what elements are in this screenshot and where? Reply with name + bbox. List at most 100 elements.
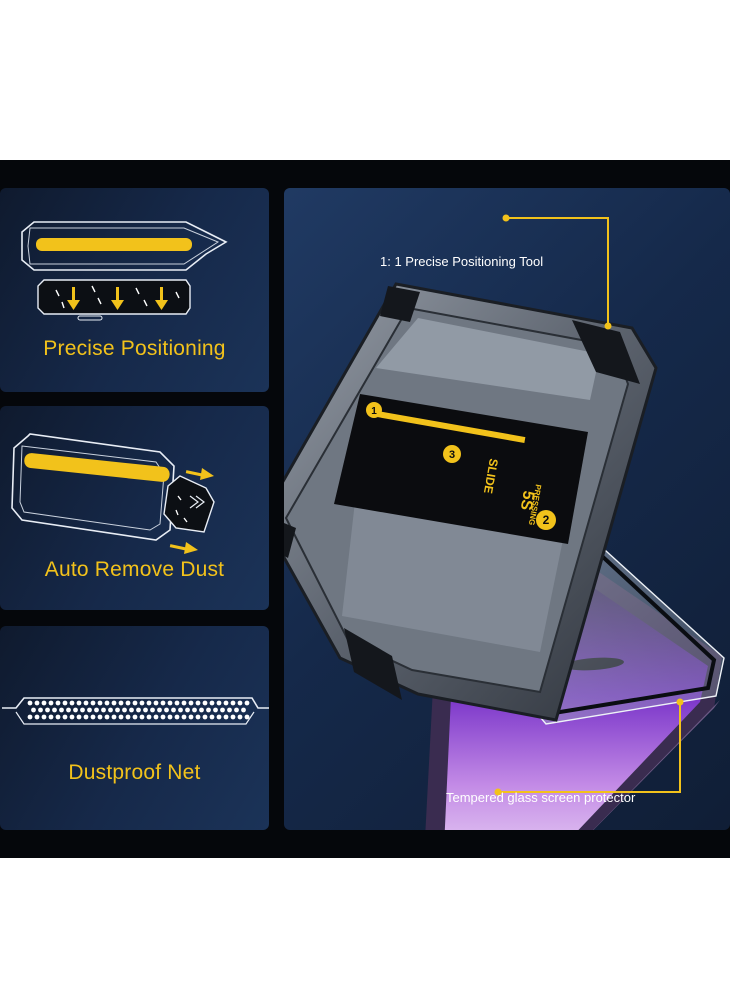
net-hole xyxy=(167,714,173,720)
net-hole xyxy=(209,700,215,706)
callout-dot xyxy=(604,322,612,330)
net-hole xyxy=(90,700,96,706)
net-hole xyxy=(241,707,246,713)
net-hole xyxy=(167,700,173,706)
product-hero-card: SLIDE 5S PRESSING 2 3 1 xyxy=(284,188,730,830)
net-hole xyxy=(244,700,250,706)
net-hole xyxy=(48,714,54,720)
net-hole xyxy=(108,707,113,713)
net-hole xyxy=(185,707,190,713)
net-hole xyxy=(87,707,92,713)
net-hole xyxy=(104,714,110,720)
feature-card-auto-remove-dust: Auto Remove Dust xyxy=(0,406,269,610)
feature-label: Precise Positioning xyxy=(43,337,226,360)
product-infographic: Precise Positioning Auto Remove Dust xyxy=(0,160,730,858)
callout-dot xyxy=(502,214,510,222)
net-hole xyxy=(115,707,120,713)
net-hole xyxy=(216,700,222,706)
net-hole xyxy=(188,714,194,720)
net-hole xyxy=(213,707,218,713)
callout-positioning-tool: 1: 1 Precise Positioning Tool xyxy=(380,254,544,269)
net-hole xyxy=(59,707,64,713)
net-hole xyxy=(31,707,36,713)
net-hole xyxy=(234,707,239,713)
net-hole xyxy=(160,700,166,706)
net-hole xyxy=(132,700,138,706)
net-hole xyxy=(181,700,187,706)
net-hole xyxy=(41,700,47,706)
net-hole xyxy=(83,714,89,720)
net-hole xyxy=(139,700,145,706)
net-hole xyxy=(237,700,243,706)
net-hole xyxy=(129,707,134,713)
net-hole xyxy=(223,714,229,720)
net-hole xyxy=(220,707,225,713)
net-hole xyxy=(66,707,71,713)
dustproof-net-icon xyxy=(2,697,269,725)
net-hole xyxy=(76,700,82,706)
net-hole xyxy=(118,700,124,706)
feature-label: Auto Remove Dust xyxy=(44,558,225,581)
net-hole xyxy=(73,707,78,713)
net-hole xyxy=(34,700,40,706)
net-hole xyxy=(104,700,110,706)
net-hole xyxy=(69,714,75,720)
net-hole xyxy=(237,714,243,720)
net-hole xyxy=(101,707,106,713)
net-hole xyxy=(209,714,215,720)
net-hole xyxy=(164,707,169,713)
step-number: 3 xyxy=(449,449,455,461)
net-hole xyxy=(48,700,54,706)
net-hole xyxy=(146,700,152,706)
net-hole xyxy=(27,700,33,706)
net-hole xyxy=(202,714,208,720)
net-hole xyxy=(62,714,68,720)
net-hole xyxy=(227,707,232,713)
callout-lines xyxy=(498,217,681,793)
net-hole xyxy=(146,714,152,720)
net-hole xyxy=(188,700,194,706)
net-hole xyxy=(150,707,155,713)
net-hole xyxy=(195,700,201,706)
net-hole xyxy=(171,707,176,713)
net-hole xyxy=(139,714,145,720)
net-hole xyxy=(230,700,236,706)
callout-dot xyxy=(676,698,684,706)
net-hole xyxy=(111,700,117,706)
net-hole xyxy=(181,714,187,720)
net-hole xyxy=(55,714,61,720)
net-hole xyxy=(111,714,117,720)
net-hole xyxy=(199,707,204,713)
net-hole xyxy=(206,707,211,713)
net-hole xyxy=(80,707,85,713)
net-hole xyxy=(202,700,208,706)
dust-removal-icon xyxy=(11,433,215,554)
net-hole xyxy=(41,714,47,720)
net-hole xyxy=(230,714,236,720)
net-hole xyxy=(157,707,162,713)
net-hole xyxy=(34,714,40,720)
net-hole xyxy=(143,707,148,713)
net-hole xyxy=(244,714,250,720)
net-hole xyxy=(94,707,99,713)
net-hole xyxy=(27,714,33,720)
net-hole xyxy=(69,700,75,706)
net-hole xyxy=(174,714,180,720)
net-hole xyxy=(223,700,229,706)
net-hole xyxy=(195,714,201,720)
net-hole xyxy=(62,700,68,706)
step-number: 2 xyxy=(543,513,550,527)
step-number: 1 xyxy=(371,406,377,417)
feature-card-dustproof-net: Dustproof Net xyxy=(0,626,269,830)
net-hole xyxy=(45,707,50,713)
net-hole xyxy=(38,707,43,713)
net-hole xyxy=(76,714,82,720)
net-hole xyxy=(125,700,131,706)
net-hole xyxy=(174,700,180,706)
net-hole xyxy=(55,700,61,706)
net-hole xyxy=(97,700,103,706)
net-hole xyxy=(118,714,124,720)
callout-tempered-glass: Tempered glass screen protector xyxy=(446,790,636,805)
net-hole xyxy=(52,707,57,713)
net-hole xyxy=(83,700,89,706)
